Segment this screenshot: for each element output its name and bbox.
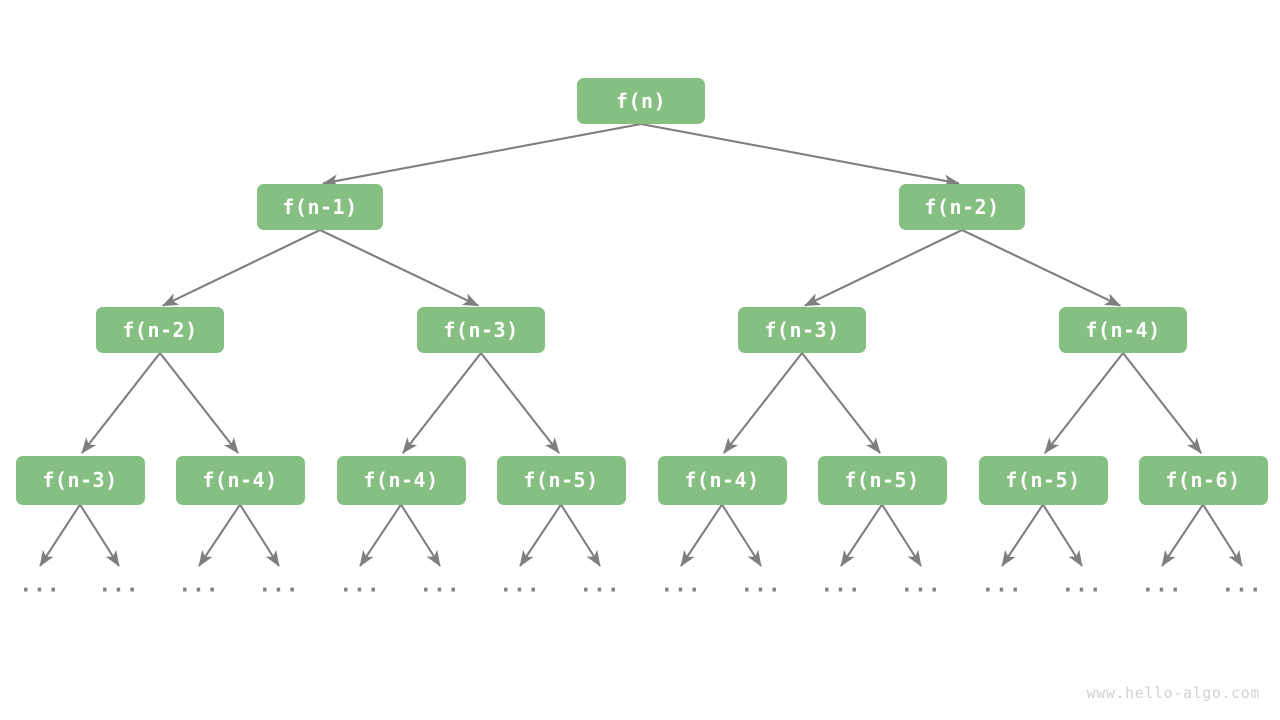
tree-node-fn-3: f(n-3) bbox=[15, 455, 145, 505]
ellipsis-marker: ... bbox=[1221, 572, 1263, 597]
edge-n5-n12 bbox=[801, 352, 881, 454]
leaf-edge-9 bbox=[721, 503, 762, 567]
edge-n4-n10 bbox=[480, 352, 560, 454]
leaf-edge-1 bbox=[79, 503, 120, 567]
ellipsis-marker: ... bbox=[981, 572, 1023, 597]
leaf-edge-6 bbox=[519, 503, 562, 567]
edge-n2-n6 bbox=[961, 229, 1122, 307]
leaf-edge-14 bbox=[1161, 503, 1204, 567]
watermark-label: www.hello-algo.com bbox=[1086, 684, 1260, 702]
tree-node-fn-5: f(n-5) bbox=[978, 455, 1108, 505]
tree-node-fn-2: f(n-2) bbox=[96, 307, 224, 353]
leaf-edge-15 bbox=[1202, 503, 1243, 567]
leaf-edge-12 bbox=[1001, 503, 1044, 567]
ellipsis-marker: ... bbox=[900, 572, 942, 597]
edge-n3-n7 bbox=[81, 352, 161, 454]
leaf-edge-8 bbox=[680, 503, 723, 567]
tree-node-fn-5: f(n-5) bbox=[817, 455, 947, 505]
edge-n6-n13 bbox=[1044, 352, 1124, 454]
ellipsis-marker: ... bbox=[258, 572, 300, 597]
edge-n3-n8 bbox=[159, 352, 239, 454]
leaf-edge-13 bbox=[1042, 503, 1083, 567]
edge-n5-n11 bbox=[723, 352, 803, 454]
ellipsis-marker: ... bbox=[19, 572, 61, 597]
tree-node-fn-4: f(n-4) bbox=[336, 455, 466, 505]
edge-n0-n1 bbox=[322, 122, 642, 187]
ellipsis-marker: ... bbox=[1141, 572, 1183, 597]
ellipsis-marker: ... bbox=[579, 572, 621, 597]
tree-node-fn-4: f(n-4) bbox=[1059, 307, 1187, 353]
ellipsis-marker: ... bbox=[339, 572, 381, 597]
ellipsis-marker: ... bbox=[740, 572, 782, 597]
leaf-edge-4 bbox=[359, 503, 402, 567]
ellipsis-marker: ... bbox=[419, 572, 461, 597]
tree-node-fn-2: f(n-2) bbox=[899, 184, 1025, 230]
ellipsis-marker: ... bbox=[98, 572, 140, 597]
leaf-edge-7 bbox=[560, 503, 601, 567]
edge-n4-n9 bbox=[402, 352, 482, 454]
ellipsis-marker: ... bbox=[178, 572, 220, 597]
tree-node-fn: f(n) bbox=[577, 78, 705, 124]
edge-n2-n5 bbox=[803, 229, 963, 307]
ellipsis-marker: ... bbox=[1061, 572, 1103, 597]
leaf-edge-10 bbox=[840, 503, 883, 567]
tree-node-fn-3: f(n-3) bbox=[738, 307, 866, 353]
leaf-edge-5 bbox=[400, 503, 441, 567]
edge-n6-n14 bbox=[1122, 352, 1202, 454]
leaf-edge-11 bbox=[881, 503, 922, 567]
leaf-edge-2 bbox=[198, 503, 241, 567]
edge-n1-n3 bbox=[161, 229, 321, 307]
edge-n1-n4 bbox=[319, 229, 480, 307]
ellipsis-marker: ... bbox=[499, 572, 541, 597]
leaf-edge-3 bbox=[239, 503, 280, 567]
tree-node-fn-1: f(n-1) bbox=[257, 184, 383, 230]
tree-node-fn-3: f(n-3) bbox=[417, 307, 545, 353]
ellipsis-marker: ... bbox=[820, 572, 862, 597]
ellipsis-marker: ... bbox=[660, 572, 702, 597]
edge-n0-n2 bbox=[640, 122, 960, 187]
tree-node-fn-6: f(n-6) bbox=[1138, 455, 1268, 505]
tree-node-fn-4: f(n-4) bbox=[175, 455, 305, 505]
tree-node-fn-4: f(n-4) bbox=[657, 455, 787, 505]
tree-node-fn-5: f(n-5) bbox=[496, 455, 626, 505]
leaf-edge-0 bbox=[39, 503, 81, 567]
